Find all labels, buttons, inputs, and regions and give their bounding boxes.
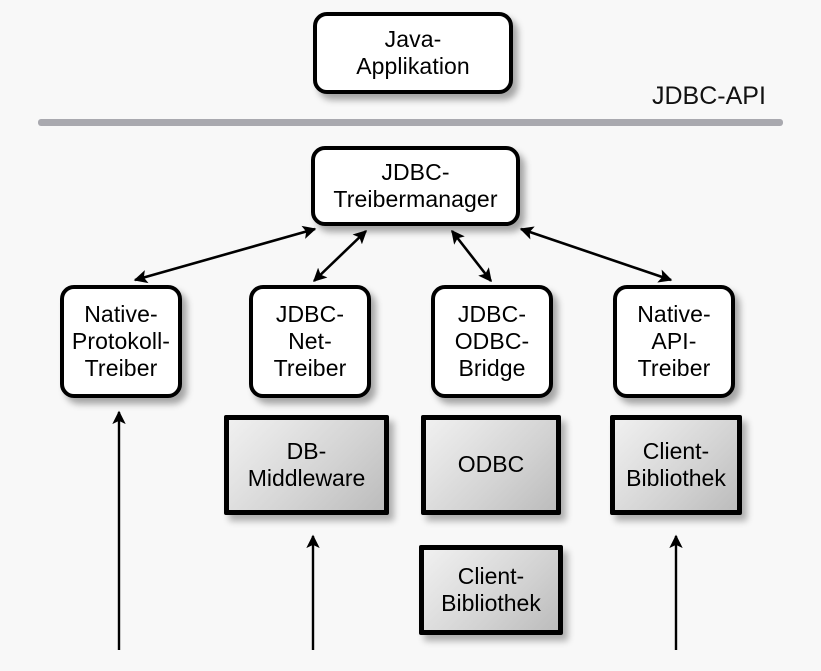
node-db-middleware-label: DB- Middleware	[247, 437, 366, 491]
node-jdbc-treibermanager[interactable]: JDBC- Treibermanager	[311, 146, 520, 226]
jdbc-api-divider-line	[38, 119, 783, 126]
node-client-bibliothek-right-label: Client- Bibliothek	[626, 437, 726, 491]
node-native-protokoll-treiber[interactable]: Native- Protokoll- Treiber	[60, 285, 182, 398]
node-jdbc-odbc-bridge[interactable]: JDBC- ODBC- Bridge	[431, 285, 553, 398]
node-jdbc-treibermanager-label: JDBC- Treibermanager	[333, 158, 498, 212]
node-jdbc-net-treiber[interactable]: JDBC- Net- Treiber	[249, 285, 371, 398]
jdbc-api-label: JDBC-API	[652, 82, 766, 110]
connector-mgr-to-native-protokoll	[133, 225, 317, 284]
node-java-application[interactable]: Java- Applikation	[313, 12, 513, 94]
node-odbc[interactable]: ODBC	[421, 415, 561, 515]
connector-mgr-to-jdbc-odbc	[450, 229, 493, 283]
node-jdbc-odbc-bridge-label: JDBC- ODBC- Bridge	[454, 300, 530, 382]
node-native-api-treiber-label: Native- API- Treiber	[637, 300, 711, 382]
node-client-bibliothek-right[interactable]: Client- Bibliothek	[610, 415, 742, 515]
node-client-bibliothek-middle[interactable]: Client- Bibliothek	[419, 545, 563, 635]
node-java-application-label: Java- Applikation	[356, 25, 470, 79]
connector-mgr-to-native-api	[519, 226, 673, 283]
node-db-middleware[interactable]: DB- Middleware	[224, 415, 389, 515]
node-jdbc-net-treiber-label: JDBC- Net- Treiber	[273, 300, 347, 382]
node-native-api-treiber[interactable]: Native- API- Treiber	[613, 285, 735, 398]
node-client-bibliothek-middle-label: Client- Bibliothek	[441, 562, 541, 616]
connector-mgr-to-jdbc-net	[313, 230, 367, 282]
node-native-protokoll-treiber-label: Native- Protokoll- Treiber	[71, 300, 171, 382]
node-odbc-label: ODBC	[457, 451, 525, 478]
